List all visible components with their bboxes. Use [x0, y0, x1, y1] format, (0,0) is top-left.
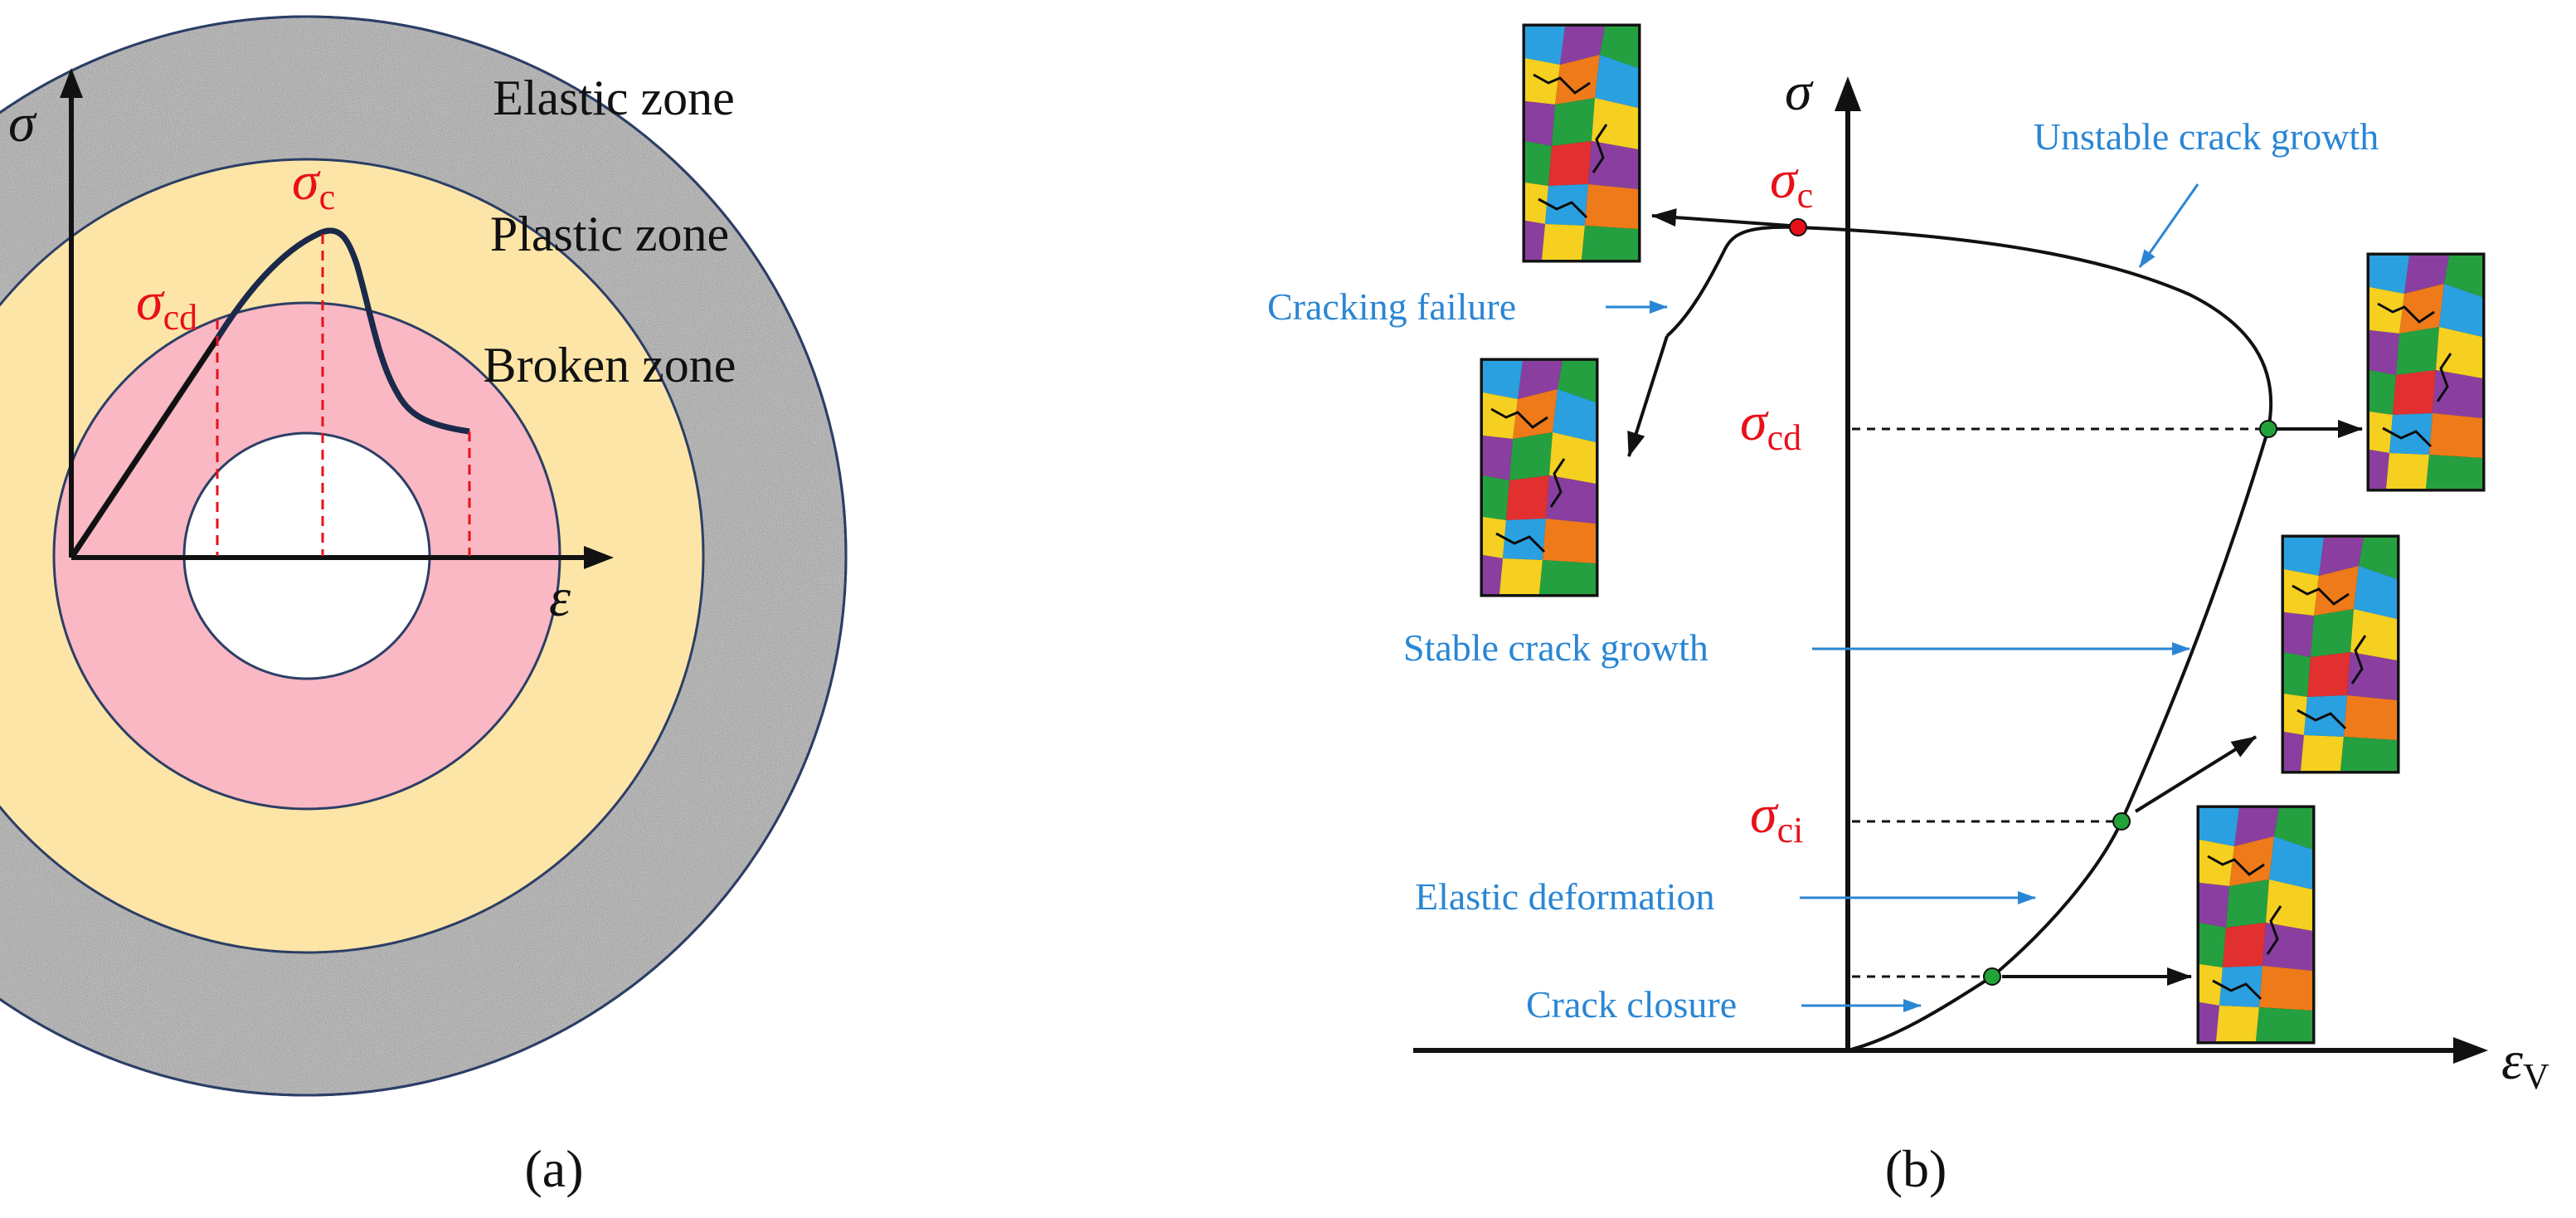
- b-y-axis-symbol: σ: [1785, 61, 1814, 122]
- b-peak-point: [1789, 218, 1807, 236]
- b-sigma-cd-label: σcd: [1740, 392, 1801, 458]
- b-peak-to-specimen-arrow: [1651, 208, 1791, 227]
- panel-b: σ εV σc σcd σci Unstable crack growth: [1267, 23, 2549, 1198]
- stage-stable-crack-growth: Stable crack growth: [1403, 626, 1708, 669]
- b-volumetric-strain-curve: [1665, 225, 2273, 1052]
- a-sigma-c-label: σc: [292, 151, 335, 217]
- panel-a-label: (a): [524, 1139, 583, 1198]
- panel-b-label: (b): [1885, 1139, 1947, 1198]
- a-x-axis-arrowhead: [584, 546, 614, 569]
- b-failure-arrow: [1627, 335, 1669, 457]
- b-cd-point: [2259, 420, 2277, 438]
- stage-cracking-failure: Cracking failure: [1267, 285, 1516, 328]
- elastic-zone-label: Elastic zone: [493, 71, 735, 125]
- stage-elastic-deformation: Elastic deformation: [1415, 875, 1715, 918]
- specimen-cd: [2366, 252, 2486, 492]
- stage-unstable-crack-growth: Unstable crack growth: [2034, 115, 2379, 158]
- b-sigma-ci-label: σci: [1750, 784, 1803, 850]
- stage-unstable-pointer: [2138, 183, 2199, 268]
- a-sigma-cd-label: σcd: [136, 271, 197, 338]
- plastic-zone-label: Plastic zone: [490, 207, 729, 261]
- a-y-axis-arrowhead: [60, 68, 83, 98]
- b-ci-point: [2112, 812, 2131, 831]
- specimen-peak: [1522, 23, 1641, 263]
- panel-a: Elastic zone Plastic zone Broken zone σ …: [0, 15, 848, 1198]
- b-x-axis-arrowhead: [2453, 1037, 2488, 1064]
- b-sigma-c-label: σc: [1770, 149, 1813, 216]
- b-y-axis-arrowhead: [1835, 76, 1861, 111]
- a-y-axis-symbol: σ: [8, 93, 37, 153]
- a-x-axis-symbol: ε: [549, 568, 571, 628]
- specimen-stable: [2281, 534, 2400, 774]
- stage-crack-closure: Crack closure: [1526, 983, 1737, 1026]
- specimen-failure: [1480, 358, 1599, 597]
- b-x-axis-symbol: εV: [2501, 1030, 2549, 1097]
- broken-zone-label: Broken zone: [484, 338, 736, 392]
- b-closure-point: [1983, 967, 2001, 986]
- b-ci-to-specimen-arrow: [2134, 735, 2258, 813]
- specimen-closure: [2196, 805, 2316, 1045]
